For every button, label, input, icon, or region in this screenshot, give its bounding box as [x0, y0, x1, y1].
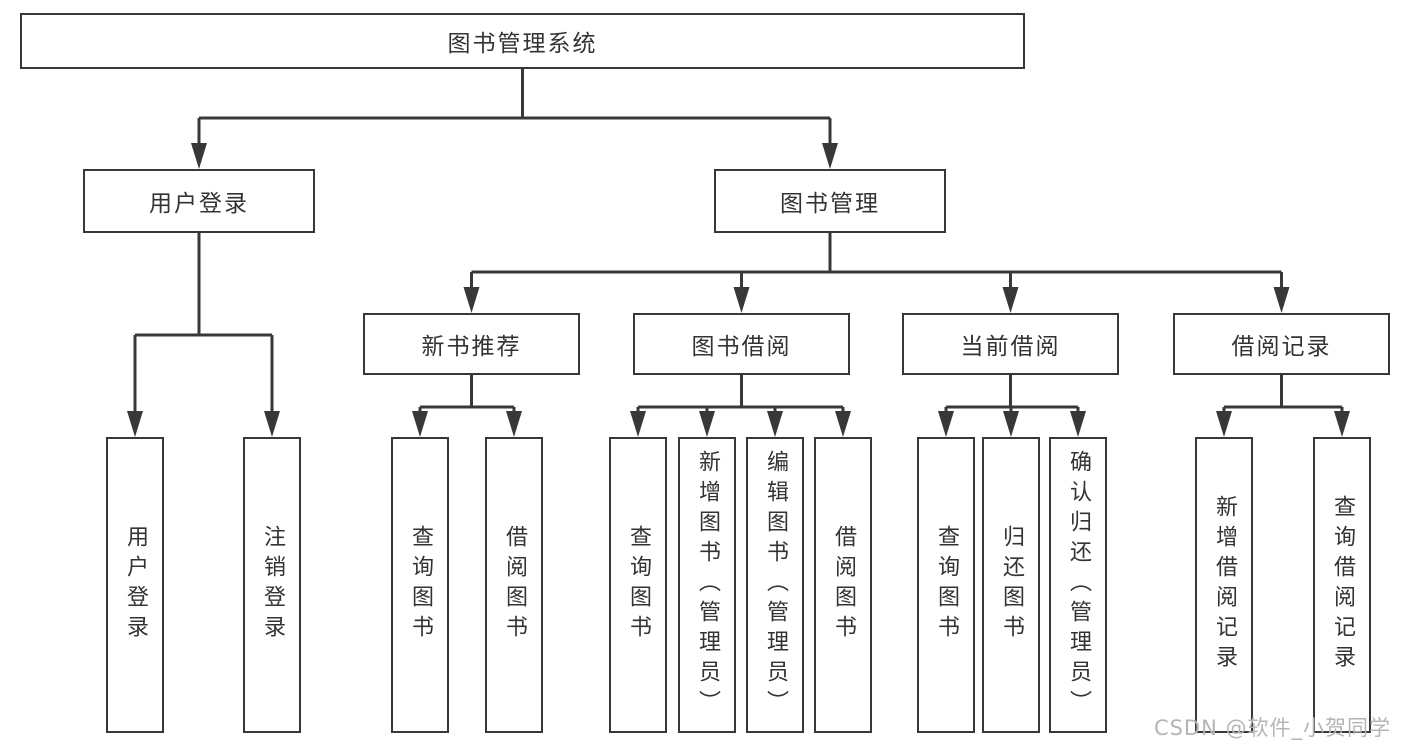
leaf-edit-books-admin: 编辑图书（管理员）	[746, 437, 804, 733]
leaf-borrow-books: 借阅图书	[814, 437, 872, 733]
leaf-borrow-books-recommend: 借阅图书	[485, 437, 543, 733]
leaf-query-books-recommend: 查询图书	[391, 437, 449, 733]
leaf-query-books-current: 查询图书	[917, 437, 975, 733]
leaf-user-login: 用户登录	[106, 437, 164, 733]
leaf-confirm-return-admin: 确认归还（管理员）	[1049, 437, 1107, 733]
leaf-logout: 注销登录	[243, 437, 301, 733]
node-new-book-recommend: 新书推荐	[363, 313, 580, 375]
node-user-login: 用户登录	[83, 169, 315, 233]
leaf-add-books-admin: 新增图书（管理员）	[678, 437, 736, 733]
node-book-borrow: 图书借阅	[633, 313, 850, 375]
leaf-query-books-borrow: 查询图书	[609, 437, 667, 733]
node-library-management-system: 图书管理系统	[20, 13, 1025, 69]
node-borrow-record: 借阅记录	[1173, 313, 1390, 375]
leaf-query-borrow-record: 查询借阅记录	[1313, 437, 1371, 733]
csdn-watermark: CSDN @软件_小贺同学	[1153, 716, 1391, 740]
arrowheads	[127, 143, 1350, 437]
node-current-borrow: 当前借阅	[902, 313, 1119, 375]
node-book-management: 图书管理	[714, 169, 946, 233]
leaf-return-books: 归还图书	[982, 437, 1040, 733]
leaf-add-borrow-record: 新增借阅记录	[1195, 437, 1253, 733]
